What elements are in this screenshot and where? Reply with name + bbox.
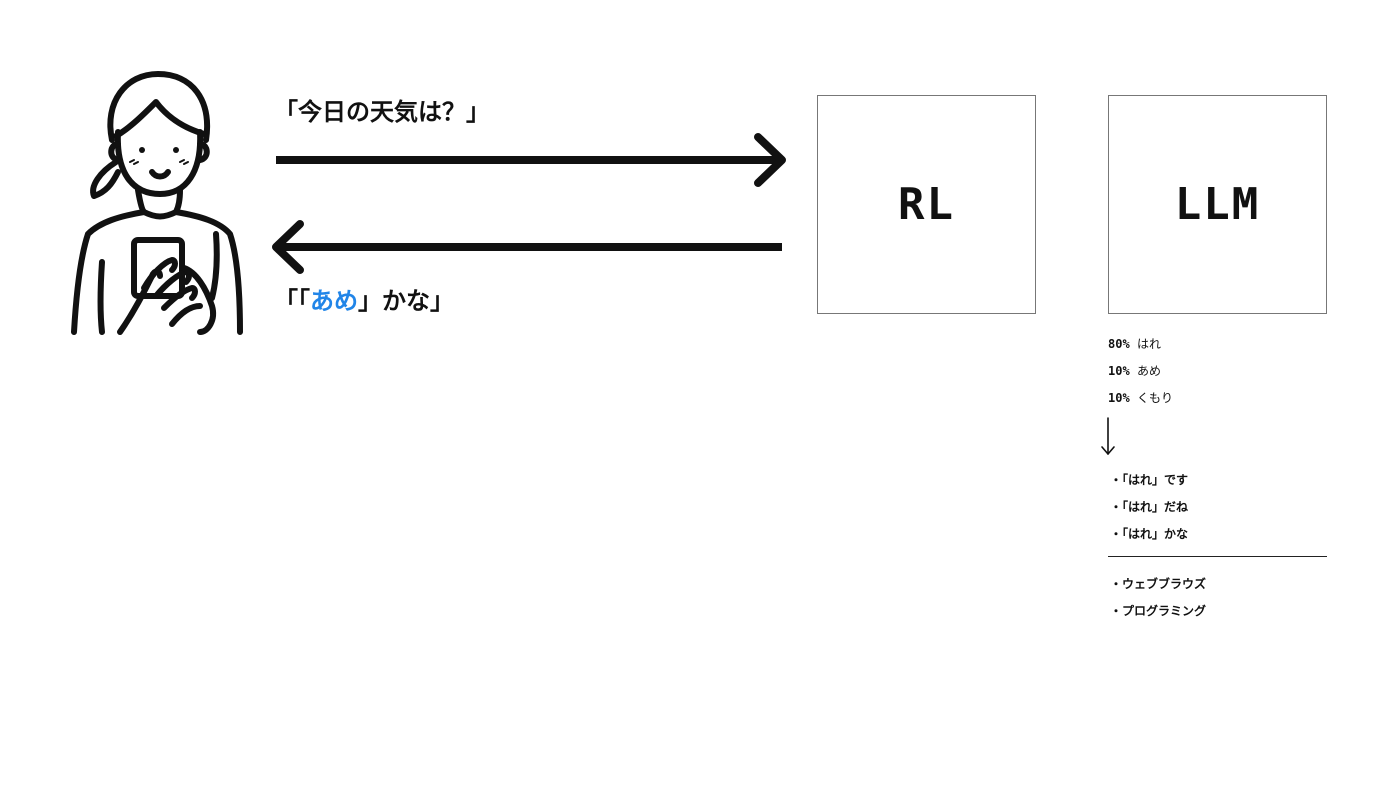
divider <box>1108 556 1327 557</box>
list-item: ・「はれ」です <box>1110 473 1189 487</box>
arrow-down-icon <box>1101 417 1115 455</box>
user-query-text: 「今日の天気は？」 <box>274 98 490 126</box>
probability-percent: 10% <box>1108 363 1130 378</box>
list-item: ・「はれ」かな <box>1110 527 1189 541</box>
probability-list: 80% はれ 10% あめ 10% くもり <box>1108 330 1328 411</box>
probability-row: 80% はれ <box>1108 330 1328 357</box>
response-prefix: 「「 <box>274 287 310 315</box>
probability-label: くもり <box>1137 391 1174 405</box>
exchange-arrows <box>272 133 786 274</box>
probability-label: あめ <box>1137 364 1162 378</box>
list-item: ・ウェブブラウズ <box>1110 577 1207 591</box>
response-suffix: 」かな」 <box>358 287 454 315</box>
probability-percent: 80% <box>1108 336 1130 351</box>
llm-box: LLM <box>1108 95 1327 314</box>
probability-percent: 10% <box>1108 390 1130 405</box>
woman-with-smartphone-illustration <box>71 71 243 335</box>
arrow-left-icon <box>272 220 782 274</box>
response-highlight: あめ <box>310 287 358 315</box>
list-item: ・プログラミング <box>1110 604 1207 618</box>
llm-label: LLM <box>1174 179 1261 230</box>
probability-label: はれ <box>1137 337 1162 351</box>
probability-row: 10% あめ <box>1108 357 1328 384</box>
task-list: ・ウェブブラウズ ・プログラミング <box>1110 570 1340 624</box>
probability-row: 10% くもり <box>1108 384 1328 411</box>
rl-box: RL <box>817 95 1036 314</box>
arrow-right-icon <box>276 133 786 187</box>
response-text: 「「あめ」かな」 <box>274 281 454 316</box>
response-candidates-list: ・「はれ」です ・「はれ」だね ・「はれ」かな <box>1110 466 1340 547</box>
rl-label: RL <box>898 179 955 230</box>
list-item: ・「はれ」だね <box>1110 500 1189 514</box>
